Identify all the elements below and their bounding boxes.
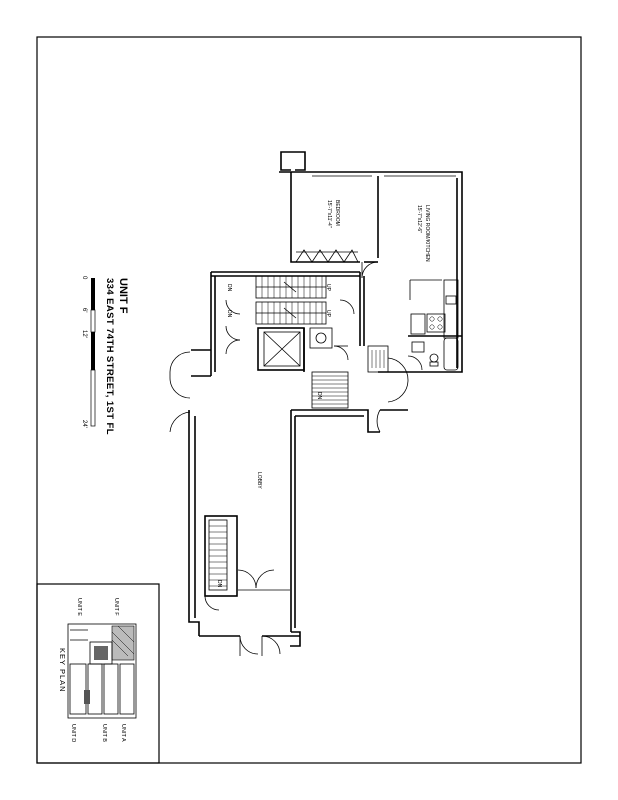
vestibule-door-1: [237, 569, 257, 589]
stair-label-dn-4: DN: [216, 580, 222, 588]
living-label: LIVING ROOM/KITCHEN: [424, 205, 430, 262]
right-door: [387, 357, 409, 381]
bathtub: [443, 337, 459, 371]
apartment-wall-left: [290, 172, 360, 263]
key-unit-f: UNIT F: [113, 598, 119, 616]
elevator-shaft: [257, 327, 305, 372]
toilet: [429, 353, 439, 363]
key-plan-title: KEY PLAN: [58, 648, 67, 693]
apartment-door-swing: [361, 261, 379, 279]
scale-tick-6: 6': [81, 308, 87, 312]
stair-label-dn-2: DN: [226, 310, 232, 318]
stair-middle: [255, 301, 327, 325]
key-plan: KEY PLAN UNIT A UNIT B UNIT D UNIT E UNI…: [36, 583, 160, 764]
stair-upper: [255, 275, 327, 299]
key-unit-b: UNIT B: [101, 724, 107, 742]
stair-lobby: [204, 515, 238, 597]
closet-zigzag: [295, 249, 359, 263]
floor-plan: BEDROOM 15'-7"x11'-4" LIVING ROOM/KITCHE…: [169, 151, 463, 656]
lobby: [188, 409, 380, 647]
stair-label-dn-3: DN: [316, 392, 322, 400]
bedroom-dims: 15'-7"x11'-4": [326, 200, 332, 228]
scale-tick-24: 24': [81, 420, 87, 428]
key-unit-e: UNIT E: [76, 598, 82, 616]
living-dims: 15'-7"x12'-6": [416, 205, 422, 233]
kitchen-stove: [426, 313, 446, 333]
scale-bar: 0 6' 12' 24': [81, 276, 96, 428]
key-plan-frame: [36, 583, 160, 764]
top-bump: [280, 151, 306, 171]
scale-tick-0: 0: [81, 276, 87, 280]
stair-label-up-1: UP: [325, 284, 331, 292]
address-title: 334 EAST 74TH STREET, 1ST FL: [104, 278, 115, 435]
title-block: UNIT F 334 EAST 74TH STREET, 1ST FL 0 6'…: [81, 276, 129, 435]
stair-label-up-2: UP: [325, 310, 331, 318]
stair-lower: [311, 371, 349, 409]
kitchen-counter: [443, 279, 459, 339]
unit-title: UNIT F: [117, 278, 129, 314]
stair-label-dn-1: DN: [226, 284, 232, 292]
sink: [411, 341, 425, 353]
fridge: [410, 313, 426, 335]
key-unit-a: UNIT A: [120, 724, 126, 742]
apartment-wall-right: [408, 178, 463, 373]
apartment-wall-top: [279, 171, 463, 178]
lobby-label: LOBBY: [256, 472, 262, 489]
key-unit-d: UNIT D: [70, 724, 76, 742]
sheet-border: [36, 36, 582, 764]
bedroom-label: BEDROOM: [334, 200, 340, 226]
meter-panel: [367, 345, 389, 373]
left-double-door: [169, 351, 191, 373]
core-door-swing: [333, 345, 349, 361]
scale-tick-12: 12': [81, 330, 87, 338]
entry-door-1: [239, 635, 259, 655]
